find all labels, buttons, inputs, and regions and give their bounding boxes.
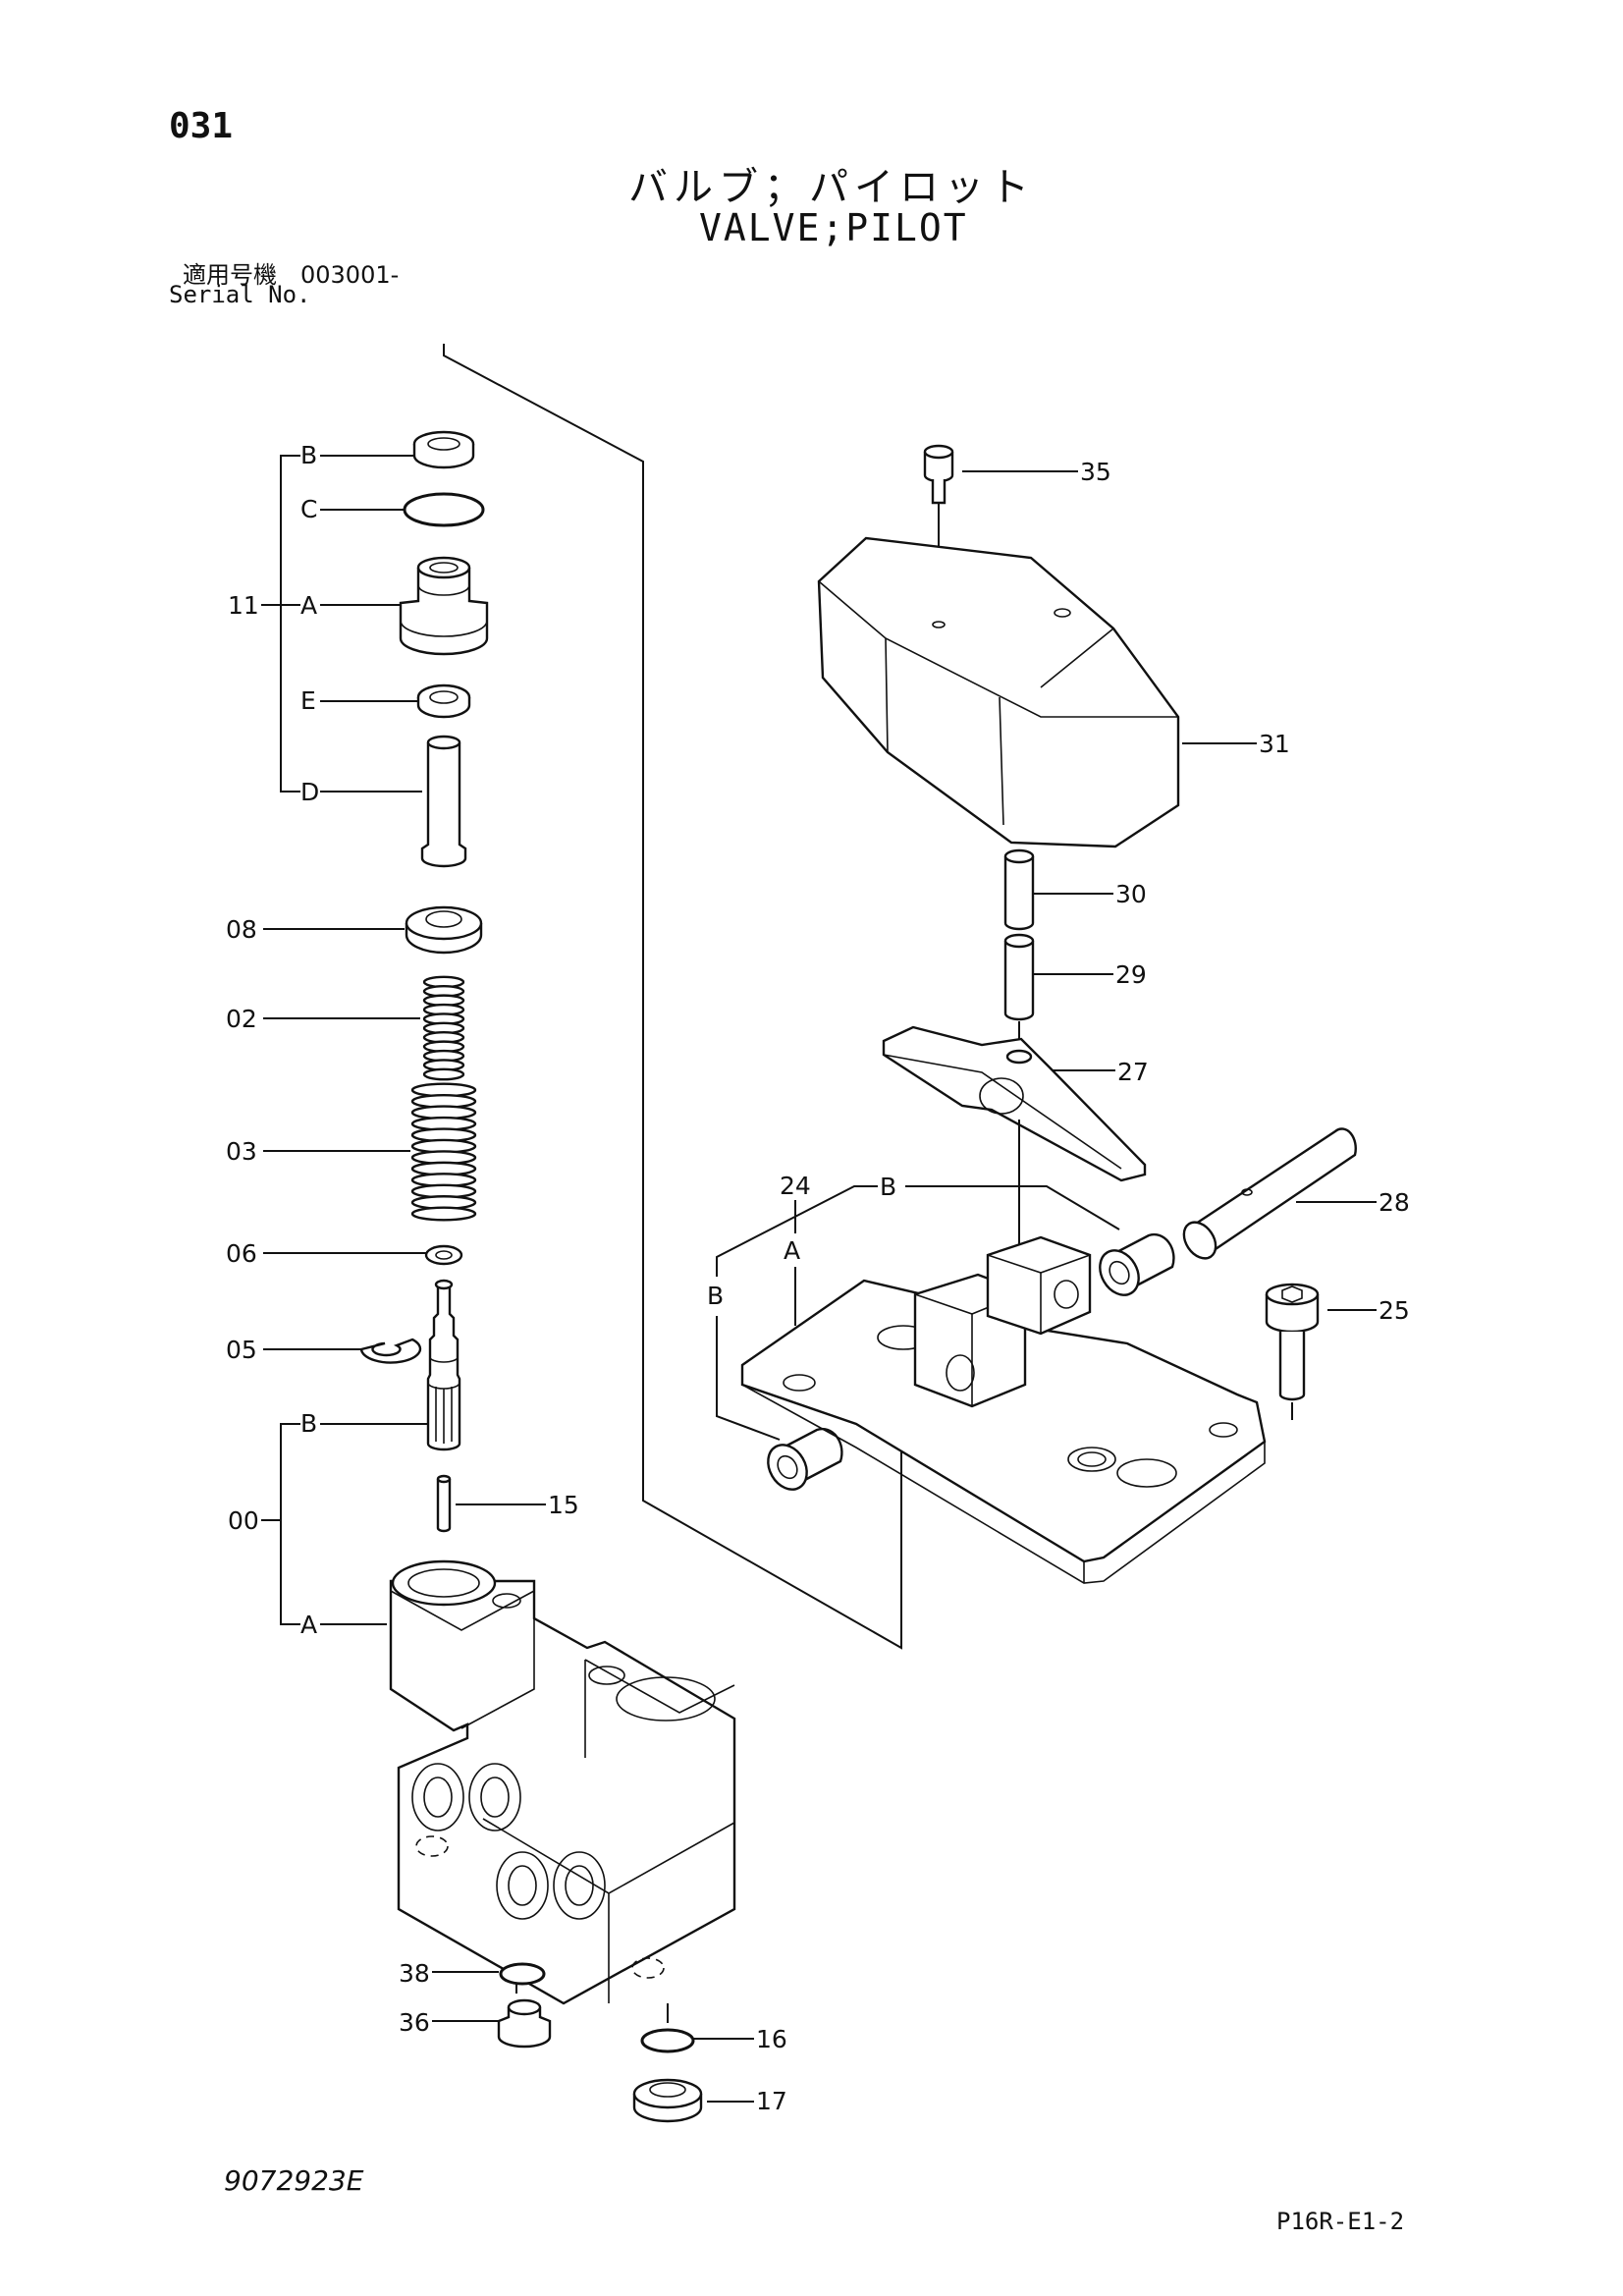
serial-label-english: Serial No. xyxy=(169,281,311,308)
spring-coil xyxy=(410,1206,477,1222)
part-29-pin xyxy=(1003,933,1035,1041)
callout-31: 31 xyxy=(1259,730,1290,758)
part-11-B-seal xyxy=(412,430,475,469)
part-28-pin xyxy=(1182,1127,1357,1260)
callout-08: 08 xyxy=(226,915,257,944)
callout-11-B: B xyxy=(300,441,317,469)
page-number: 031 xyxy=(169,106,234,146)
part-00-A-casing xyxy=(389,1559,736,2005)
part-11-A-guide xyxy=(399,556,489,656)
callout-11-E: E xyxy=(300,686,316,715)
part-38-oring xyxy=(499,1962,546,1986)
part-11-C-oring xyxy=(403,492,485,527)
assembly-connector-line xyxy=(443,344,902,1650)
part-30-pin xyxy=(1003,848,1035,931)
callout-00: 00 xyxy=(228,1506,259,1535)
page-code: P16R-E1-2 xyxy=(1276,2208,1405,2235)
callout-00-A: A xyxy=(300,1611,317,1639)
serial-label-japanese: 適用号機 003001- xyxy=(183,261,400,289)
callout-24-A: A xyxy=(784,1236,800,1265)
title-english: VALVE;PILOT xyxy=(699,206,968,249)
title-japanese: バルブ；パイロット xyxy=(628,165,1035,210)
part-24-B-bushing-right xyxy=(1099,1232,1175,1296)
part-35-bolt xyxy=(923,444,954,621)
part-24-A-bracket xyxy=(740,1235,1267,1584)
bracket-24 xyxy=(716,1185,878,1277)
callout-28: 28 xyxy=(1379,1188,1410,1217)
callout-30: 30 xyxy=(1115,880,1147,908)
bracket-00 xyxy=(280,1423,300,1625)
callout-11: 11 xyxy=(228,591,259,620)
callout-05: 05 xyxy=(226,1336,257,1364)
callout-15: 15 xyxy=(548,1491,579,1519)
part-17-plug xyxy=(632,2078,703,2123)
callout-16: 16 xyxy=(756,2025,787,2053)
part-16-oring xyxy=(640,2028,695,2053)
part-06-washer xyxy=(424,1244,463,1266)
part-03-outer-spring xyxy=(410,1082,477,1222)
part-11-D-pusher xyxy=(420,735,467,868)
callout-06: 06 xyxy=(226,1239,257,1268)
callout-35: 35 xyxy=(1080,458,1111,486)
part-24-B-bushing-left xyxy=(767,1427,843,1491)
callout-24-B-left: B xyxy=(707,1282,724,1310)
part-15-pin xyxy=(436,1474,452,1533)
callout-24-B: B xyxy=(880,1173,896,1201)
part-02-inner-spring xyxy=(422,975,465,1081)
callout-36: 36 xyxy=(399,2008,430,2037)
part-11-E-ring xyxy=(416,683,471,719)
document-id: 9072923E xyxy=(224,2164,364,2197)
callout-38: 38 xyxy=(399,1959,430,1988)
callout-29: 29 xyxy=(1115,960,1147,989)
callout-00-B: B xyxy=(300,1409,317,1438)
part-00-B-spool xyxy=(426,1279,461,1451)
spring-coil xyxy=(422,1067,465,1081)
callout-11-D: D xyxy=(300,778,319,806)
bracket-11 xyxy=(280,455,300,793)
part-27-plate xyxy=(882,1025,1147,1277)
callout-25: 25 xyxy=(1379,1296,1410,1325)
callout-17: 17 xyxy=(756,2087,787,2115)
part-36-plug xyxy=(497,1998,552,2049)
part-31-cover xyxy=(817,536,1180,848)
callout-03: 03 xyxy=(226,1137,257,1166)
part-05-clip xyxy=(359,1338,422,1364)
callout-27: 27 xyxy=(1117,1058,1149,1086)
callout-11-A: A xyxy=(300,591,317,620)
part-08-spring-seat xyxy=(405,905,483,955)
part-25-screw xyxy=(1265,1283,1320,1420)
callout-24: 24 xyxy=(780,1172,811,1200)
callout-02: 02 xyxy=(226,1005,257,1033)
callout-11-C: C xyxy=(300,495,317,523)
